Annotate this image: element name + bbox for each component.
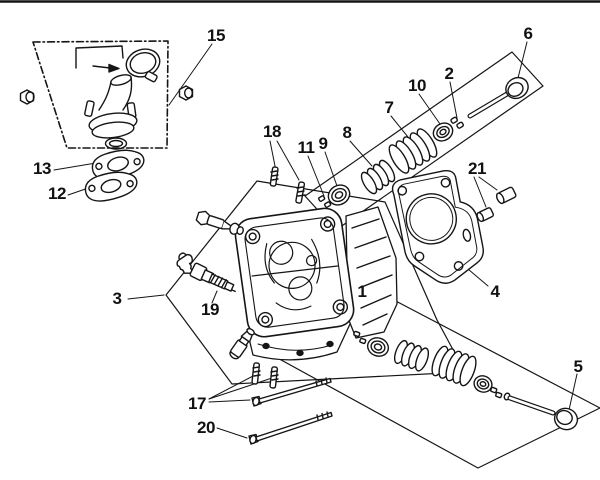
flange-nut xyxy=(178,85,194,101)
callout-10: 10 xyxy=(408,76,426,95)
head-studs-18 xyxy=(269,166,306,204)
callout-9: 9 xyxy=(318,134,328,153)
cylinder-head xyxy=(234,206,398,361)
insulator-gasket-12 xyxy=(84,171,138,202)
intake-manifold xyxy=(84,74,138,150)
short-studs-17 xyxy=(251,362,279,389)
callout-3: 3 xyxy=(112,289,122,308)
long-stud-bolt-20 xyxy=(248,411,333,445)
long-stud-bolt-17 xyxy=(251,377,332,407)
callout-21: 21 xyxy=(468,159,486,178)
callout-1: 1 xyxy=(357,282,367,301)
callout-4: 4 xyxy=(490,282,500,301)
callout-13: 13 xyxy=(33,159,51,178)
insulator-gasket-13 xyxy=(91,149,145,180)
spark-plug xyxy=(176,252,236,293)
head-bolt-holes xyxy=(244,216,349,328)
callout-17: 17 xyxy=(188,394,206,413)
callout-7: 7 xyxy=(384,98,394,117)
exhaust-spring-seat xyxy=(366,337,390,357)
head-gasket xyxy=(391,169,484,284)
cylinder-head-group-box xyxy=(165,180,466,385)
dowel-pins xyxy=(476,186,517,223)
manifold-o-ring xyxy=(104,137,128,150)
cooling-fins xyxy=(345,206,398,339)
callout-20: 20 xyxy=(197,418,215,437)
exhaust-outer-valve-spring xyxy=(431,345,477,387)
combustion-chamber xyxy=(251,238,339,311)
hose-clamp xyxy=(125,48,161,83)
callout-2: 2 xyxy=(444,64,454,83)
intake-pipe-assembly xyxy=(75,45,161,150)
intake-spring-seat xyxy=(327,184,351,206)
leader-lines xyxy=(53,41,578,439)
intake-seal-cotters xyxy=(318,195,332,208)
callout-12: 12 xyxy=(48,184,66,203)
intake-inner-valve-spring xyxy=(360,159,396,195)
exhaust-inner-valve-spring xyxy=(393,339,430,372)
intake-spring-retainer xyxy=(432,122,454,142)
exhaust-seal-cotters xyxy=(353,330,367,345)
thermostat-dashed-box xyxy=(32,40,169,149)
intake-outer-valve-spring xyxy=(388,128,438,174)
callout-18: 18 xyxy=(263,122,281,141)
callout-15: 15 xyxy=(207,26,225,45)
exhaust-valve xyxy=(503,392,579,431)
callout-11: 11 xyxy=(297,138,315,157)
intake-valve xyxy=(467,76,529,119)
flange-bolt xyxy=(19,89,35,105)
intake-valve-cotters xyxy=(450,116,465,129)
callout-5: 5 xyxy=(573,357,583,376)
callout-19: 19 xyxy=(201,300,219,319)
air-flow-arrow xyxy=(108,63,120,73)
callout-6: 6 xyxy=(523,24,533,43)
oil-temp-sensor xyxy=(229,327,255,360)
spark-plug-threads xyxy=(208,273,229,290)
exhaust-valve-cotters xyxy=(490,386,503,399)
callout-8: 8 xyxy=(342,123,352,142)
valve-adjuster xyxy=(195,210,244,236)
